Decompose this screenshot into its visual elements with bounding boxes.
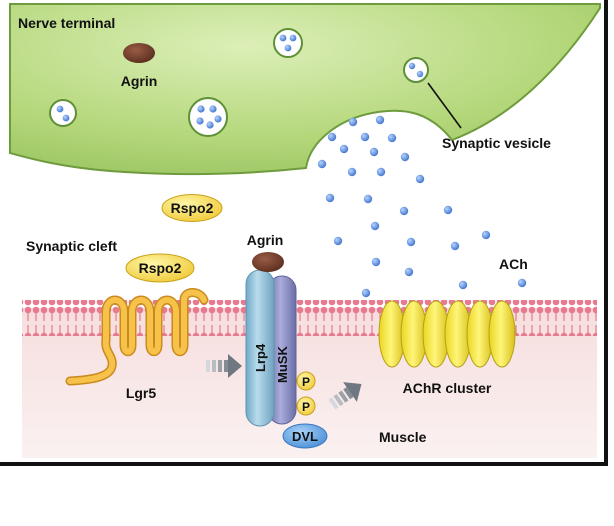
musk-label: MuSK — [275, 346, 290, 383]
frame-border-right — [604, 0, 608, 466]
muscle-label: Muscle — [379, 429, 427, 445]
phosphate-label: P — [302, 375, 310, 389]
dvl-label: DVL — [292, 429, 318, 444]
agrin-terminal-label: Agrin — [121, 73, 158, 89]
synaptic-vesicle — [273, 28, 303, 58]
rspo2-lower — [125, 253, 195, 283]
agrin-bound-label: Agrin — [247, 232, 284, 248]
lrp4-label: Lrp4 — [253, 343, 268, 372]
synaptic-cleft-label: Synaptic cleft — [26, 238, 117, 254]
lgr5-label: Lgr5 — [126, 385, 157, 401]
nerve-terminal-label: Nerve terminal — [18, 15, 115, 31]
ach-molecules — [317, 115, 527, 298]
arrow-musk-to-achr — [328, 382, 362, 410]
agrin-molecule-terminal — [123, 43, 155, 63]
synaptic-vesicle-pointer — [427, 82, 462, 129]
achr-cluster — [378, 300, 516, 368]
rspo2-upper — [161, 194, 223, 222]
rspo2-lower-label: Rspo2 — [139, 260, 182, 276]
phosphate-circle — [296, 396, 316, 416]
frame-border-bottom — [0, 462, 608, 466]
synaptic-vesicle — [403, 57, 429, 83]
arrow-lgr5-to-lrp4 — [206, 354, 242, 378]
ach-label: ACh — [499, 256, 528, 272]
nerve-terminal-shape — [9, 3, 601, 176]
phosphate-circle — [296, 371, 316, 391]
dvl-protein — [282, 423, 328, 449]
rspo2-upper-label: Rspo2 — [171, 200, 214, 216]
phosphate-label: P — [302, 400, 310, 414]
lgr5-receptor-highlight — [67, 289, 207, 384]
agrin-molecule-bound — [252, 252, 284, 272]
achr-cluster-label: AChR cluster — [403, 380, 492, 396]
synaptic-vesicle — [49, 99, 77, 127]
synaptic-vesicle-label: Synaptic vesicle — [442, 135, 551, 151]
synaptic-vesicle — [188, 97, 228, 137]
